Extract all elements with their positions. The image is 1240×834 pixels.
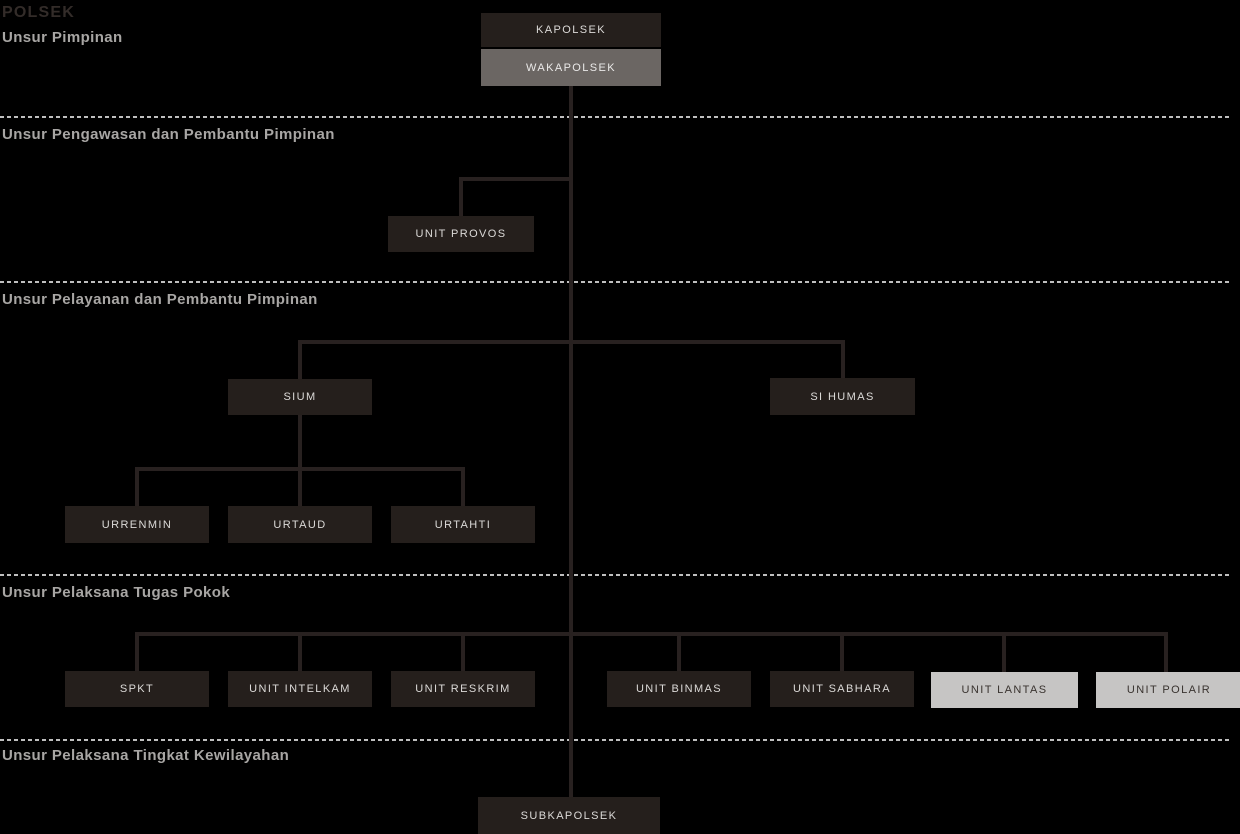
connector-binmas-vertical — [677, 632, 681, 671]
connector-urrenmin-vertical — [135, 467, 139, 506]
connector-urtahti-vertical — [461, 467, 465, 506]
section-label-unsur-pelaksana-kewilayahan: Unsur Pelaksana Tingkat Kewilayahan — [2, 747, 290, 764]
connector-pelaksana-horizontal — [135, 632, 1168, 636]
connector-intelkam-vertical — [298, 632, 302, 671]
connector-sium-vertical — [298, 340, 302, 379]
connector-urtaud-vertical — [298, 467, 302, 506]
section-separator — [0, 739, 1232, 741]
node-subkapolsek: SUBKAPOLSEK — [478, 797, 660, 834]
connector-provos-horizontal — [459, 177, 573, 181]
node-unit-reskrim: UNIT RESKRIM — [391, 671, 535, 707]
page-title: POLSEK — [2, 4, 75, 21]
section-label-unsur-pimpinan: Unsur Pimpinan — [2, 29, 123, 46]
section-label-unsur-pelayanan: Unsur Pelayanan dan Pembantu Pimpinan — [2, 291, 318, 308]
connector-provos-vertical — [459, 177, 463, 216]
node-urrenmin: URRENMIN — [65, 506, 209, 543]
node-unit-provos: UNIT PROVOS — [388, 216, 534, 252]
node-unit-polair: UNIT POLAIR — [1096, 672, 1240, 708]
section-separator — [0, 116, 1232, 118]
node-unit-intelkam: UNIT INTELKAM — [228, 671, 372, 707]
connector-reskrim-vertical — [461, 632, 465, 671]
node-wakapolsek: WAKAPOLSEK — [481, 49, 661, 86]
section-separator — [0, 574, 1232, 576]
section-separator — [0, 281, 1232, 283]
node-unit-sabhara: UNIT SABHARA — [770, 671, 914, 707]
section-label-unsur-pelaksana-tugas: Unsur Pelaksana Tugas Pokok — [2, 584, 231, 601]
section-label-unsur-pengawasan: Unsur Pengawasan dan Pembantu Pimpinan — [2, 126, 335, 143]
connector-polair-vertical — [1164, 632, 1168, 672]
connector-main-vertical — [569, 86, 573, 797]
connector-lantas-vertical — [1002, 632, 1006, 672]
node-unit-binmas: UNIT BINMAS — [607, 671, 751, 707]
node-si-humas: SI HUMAS — [770, 378, 915, 415]
connector-sihumas-vertical — [841, 340, 845, 378]
node-sium: SIUM — [228, 379, 372, 415]
connector-spkt-vertical — [135, 632, 139, 671]
connector-sium-children-vertical — [298, 415, 302, 467]
node-spkt: SPKT — [65, 671, 209, 707]
node-urtahti: URTAHTI — [391, 506, 535, 543]
connector-sabhara-vertical — [840, 632, 844, 671]
node-kapolsek: KAPOLSEK — [481, 13, 661, 47]
node-urtaud: URTAUD — [228, 506, 372, 543]
node-unit-lantas: UNIT LANTAS — [931, 672, 1078, 708]
connector-pelayanan-horizontal — [298, 340, 845, 344]
